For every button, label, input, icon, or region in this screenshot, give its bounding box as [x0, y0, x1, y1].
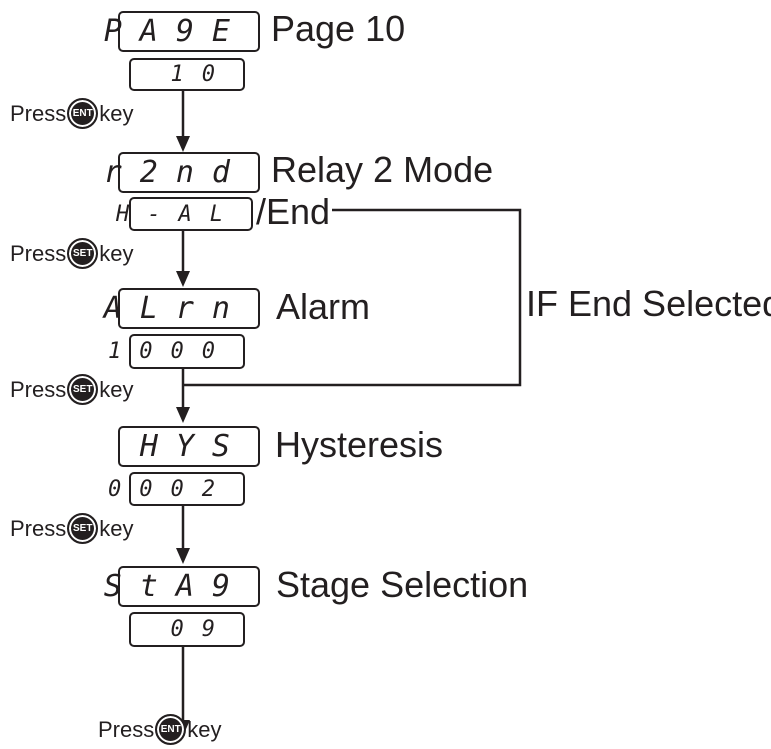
lcd-alarm-text: ALrn	[103, 291, 248, 326]
press-instruction-3: Press SET key	[10, 374, 134, 405]
flow-arrowhead-2	[176, 271, 190, 287]
flow-arrowhead-1	[176, 136, 190, 152]
lcd-value-alarm-text: 1000	[108, 339, 233, 364]
lcd-value-alarm: 1000	[108, 334, 245, 369]
ent-key-icon: ENT	[155, 714, 187, 745]
press-instruction-4: Press SET key	[10, 513, 134, 544]
set-key-icon: SET	[67, 374, 99, 405]
press-instruction-1: Press ENT key	[10, 98, 134, 129]
label-stage-selection: Stage Selection	[276, 564, 529, 605]
lcd-stage-text: StA9	[103, 569, 248, 604]
lcd-value-page: 10	[129, 58, 245, 91]
lcd-value-page-text: 10	[170, 62, 233, 87]
lcd-value-stage: 09	[129, 612, 245, 647]
lcd-display-relay-mode: r2nd	[104, 152, 260, 193]
set-key-icon: SET	[67, 513, 99, 544]
lcd-value-relay-mode-text: H-AL	[116, 201, 241, 227]
lcd-value-relay-mode: H-AL	[116, 197, 253, 231]
flow-arrowhead-3	[176, 407, 190, 423]
ent-key-icon: ENT	[67, 98, 99, 129]
flow-arrowhead-4	[176, 548, 190, 564]
lcd-value-hysteresis: 0002	[108, 472, 245, 506]
set-key-icon: SET	[67, 238, 99, 269]
lcd-display-alarm: ALrn	[104, 288, 260, 329]
branch-connector	[183, 208, 522, 387]
label-alarm: Alarm	[276, 286, 371, 327]
label-page: Page 10	[271, 8, 406, 49]
lcd-display-hysteresis: HYS	[118, 426, 260, 467]
lcd-display-page: PA9E	[104, 11, 260, 52]
label-end-option: /End	[256, 191, 331, 232]
branch-label: IF End Selected	[526, 283, 771, 324]
lcd-value-stage-text: 09	[170, 617, 233, 642]
press-instruction-5: Press ENT key	[98, 714, 222, 745]
press-instruction-2: Press SET key	[10, 238, 134, 269]
label-relay-mode: Relay 2 Mode	[271, 149, 494, 190]
lcd-hysteresis-text: HYS	[139, 429, 248, 464]
lcd-relay-mode-text: r2nd	[103, 155, 248, 190]
lcd-page-text: PA9E	[103, 14, 248, 49]
lcd-value-hysteresis-text: 0002	[108, 476, 233, 502]
lcd-display-stage: StA9	[104, 566, 260, 607]
label-hysteresis: Hysteresis	[275, 424, 444, 465]
